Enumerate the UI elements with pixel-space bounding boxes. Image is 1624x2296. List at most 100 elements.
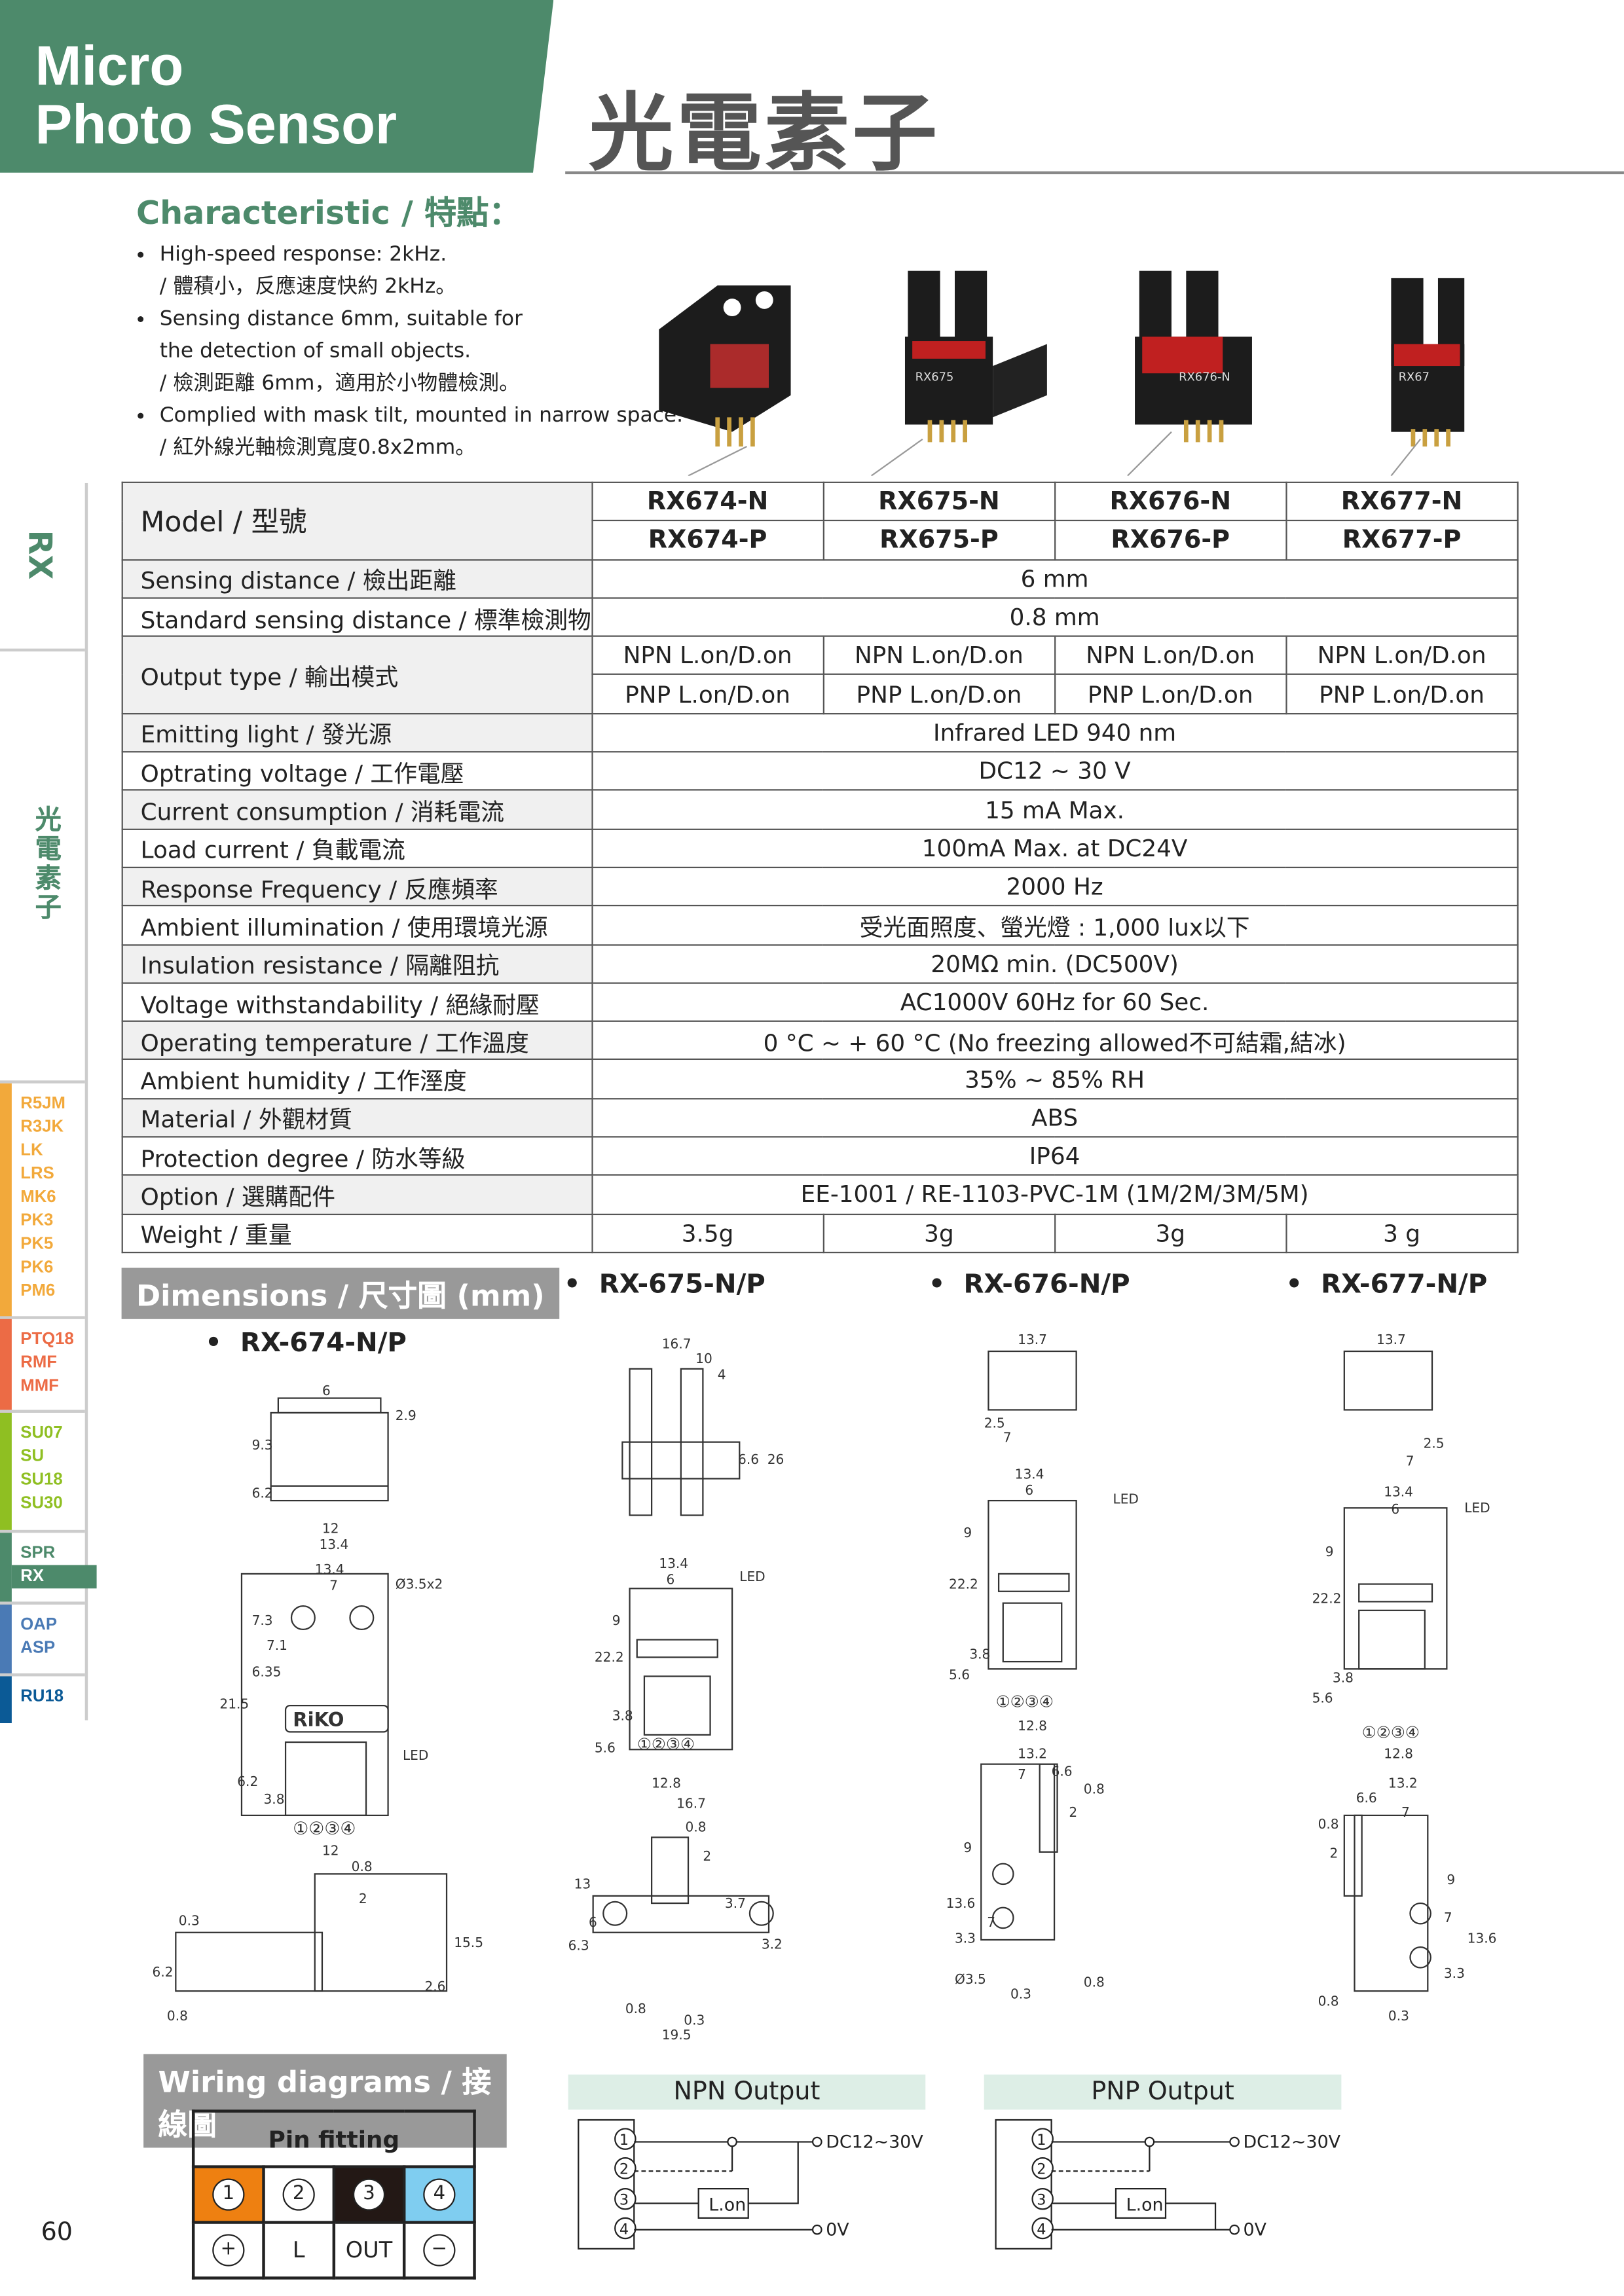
dim-label: 6 [589, 1914, 597, 1930]
sidebar-item-rmf[interactable]: RMF [20, 1354, 58, 1372]
dim-label: 16.7 [676, 1796, 706, 1812]
row-label: Current consumption / 消耗電流 [121, 790, 593, 830]
dim-label: 6.2 [252, 1485, 273, 1501]
dim-label: 7 [1444, 1910, 1452, 1925]
dim-label: 16.7 [662, 1336, 692, 1352]
dimension-drawings: 6 2.9 9.3 6.2 12 13.4 13.4 7 Ø3.5x2 7.3 … [153, 1332, 1497, 2043]
ground-label: 0V [826, 2220, 849, 2240]
dim-label: 3.8 [612, 1708, 633, 1724]
sidebar-series-label: RX [20, 530, 58, 580]
product-photo-rx674 [659, 285, 791, 476]
dim-label: 2 [1329, 1846, 1338, 1861]
sidebar-item-su18[interactable]: SU18 [20, 1471, 63, 1489]
dim-label: 13.2 [1388, 1775, 1418, 1791]
model-pnp: RX676-P [1054, 520, 1287, 560]
dim-title-rx677: • RX-677-N/P [1285, 1269, 1488, 1300]
model-npn: RX675-N [822, 481, 1056, 522]
title-banner [0, 0, 554, 173]
sidebar-item-pk6[interactable]: PK6 [20, 1259, 54, 1277]
dim-label: 2.5 [984, 1415, 1005, 1430]
page-number: 60 [41, 2217, 73, 2248]
dim-label: Ø3.5 [955, 1971, 986, 1987]
dim-label: 12.8 [1384, 1746, 1413, 1762]
dim-label: 7 [1406, 1453, 1414, 1468]
terminal-label: 4 [619, 2221, 629, 2238]
cell-value: 3.5g [591, 1212, 824, 1254]
drawing-rx676 [980, 1350, 1077, 1941]
sidebar-group-color-bar [0, 1533, 12, 1605]
drawing-rx677 [1343, 1350, 1448, 1992]
sidebar-item-rx[interactable]: RX [11, 1565, 97, 1589]
pin-fitting-table: Pin fitting 1 2 3 4 + L OUT − [191, 2109, 476, 2280]
drawing-rx675 [592, 1368, 774, 1933]
sidebar-item-asp[interactable]: ASP [20, 1639, 56, 1658]
sidebar-item-lrs[interactable]: LRS [20, 1165, 54, 1183]
sidebar-item-r3jk[interactable]: R3JK [20, 1118, 64, 1137]
dim-label: 9 [1447, 1872, 1455, 1887]
sidebar-item-ptq18[interactable]: PTQ18 [20, 1330, 74, 1349]
cell-value: EE-1001 / RE-1103-PVC-1M (1M/2M/3M/5M) [591, 1175, 1519, 1215]
pin-numbers: ①②③④ [1362, 1722, 1420, 1741]
dim-label: 9 [1325, 1544, 1334, 1559]
characteristic-heading: Characteristic / 特點： [136, 196, 521, 233]
sidebar-item-ru18[interactable]: RU18 [20, 1688, 64, 1706]
dim-label: 0.8 [1318, 1994, 1339, 2009]
load-label: L.on [709, 2195, 746, 2215]
cell-value: PNP L.on/D.on [1054, 674, 1287, 714]
dim-label: 0.8 [686, 1819, 707, 1834]
sidebar-item-spr[interactable]: SPR [20, 1544, 56, 1563]
dim-label: 3.7 [725, 1895, 746, 1911]
sidebar-item-mk6[interactable]: MK6 [20, 1188, 56, 1207]
pin-2-cell: 2 [262, 2165, 336, 2224]
sidebar-item-pk3[interactable]: PK3 [20, 1212, 54, 1230]
pin-1-cell: 1 [191, 2165, 265, 2224]
plus-icon: + [212, 2234, 245, 2267]
row-label: Load current / 負載電流 [121, 828, 593, 869]
sidebar-category-label: 光電素子 [30, 805, 62, 922]
dim-label: 2.5 [1424, 1436, 1445, 1451]
sidebar-item-su[interactable]: SU [20, 1448, 45, 1466]
ground-label: 0V [1244, 2220, 1267, 2240]
cell-value: 35% ~ 85% RH [591, 1059, 1519, 1099]
sidebar-item-pm6[interactable]: PM6 [20, 1282, 56, 1300]
sidebar-item-lk[interactable]: LK [20, 1142, 43, 1160]
supply-label: DC12~30V [826, 2132, 923, 2153]
chinese-title: 光電素子 [588, 83, 940, 183]
model-npn: RX676-N [1054, 481, 1287, 522]
pnp-output-heading: PNP Output [984, 2074, 1342, 2110]
dim-label: 13.4 [319, 1537, 348, 1552]
dim-label: 5.6 [595, 1740, 616, 1756]
sidebar-item-r5jm[interactable]: R5JM [20, 1095, 65, 1113]
model-npn: RX674-N [591, 481, 824, 522]
sidebar-item-oap[interactable]: OAP [20, 1616, 58, 1634]
pin-4-function: − [402, 2221, 476, 2280]
sidebar-group-items: SPR RX [11, 1542, 97, 1589]
dim-label: LED [1113, 1491, 1139, 1507]
dim-label: 6 [322, 1383, 331, 1398]
dim-label: 6 [1025, 1482, 1033, 1498]
dim-label: 22.2 [949, 1576, 978, 1592]
product-photos: RX675 RX676-N RX67 [659, 270, 1465, 476]
sidebar-item-mmf[interactable]: MMF [20, 1377, 59, 1396]
row-label: Weight / 重量 [121, 1212, 593, 1254]
sidebar-item-pk5[interactable]: PK5 [20, 1235, 54, 1254]
dim-label: 21.5 [219, 1696, 249, 1712]
pin-number: 3 [352, 2178, 386, 2211]
npn-diagram [578, 2119, 822, 2250]
dim-label: 6.2 [237, 1774, 258, 1789]
dim-label: 15.5 [454, 1935, 483, 1950]
dim-label: 0.3 [179, 1913, 200, 1929]
sidebar-item-su07[interactable]: SU07 [20, 1424, 63, 1442]
product-label: RX67 [1399, 370, 1430, 384]
sidebar-item-su30[interactable]: SU30 [20, 1495, 63, 1512]
